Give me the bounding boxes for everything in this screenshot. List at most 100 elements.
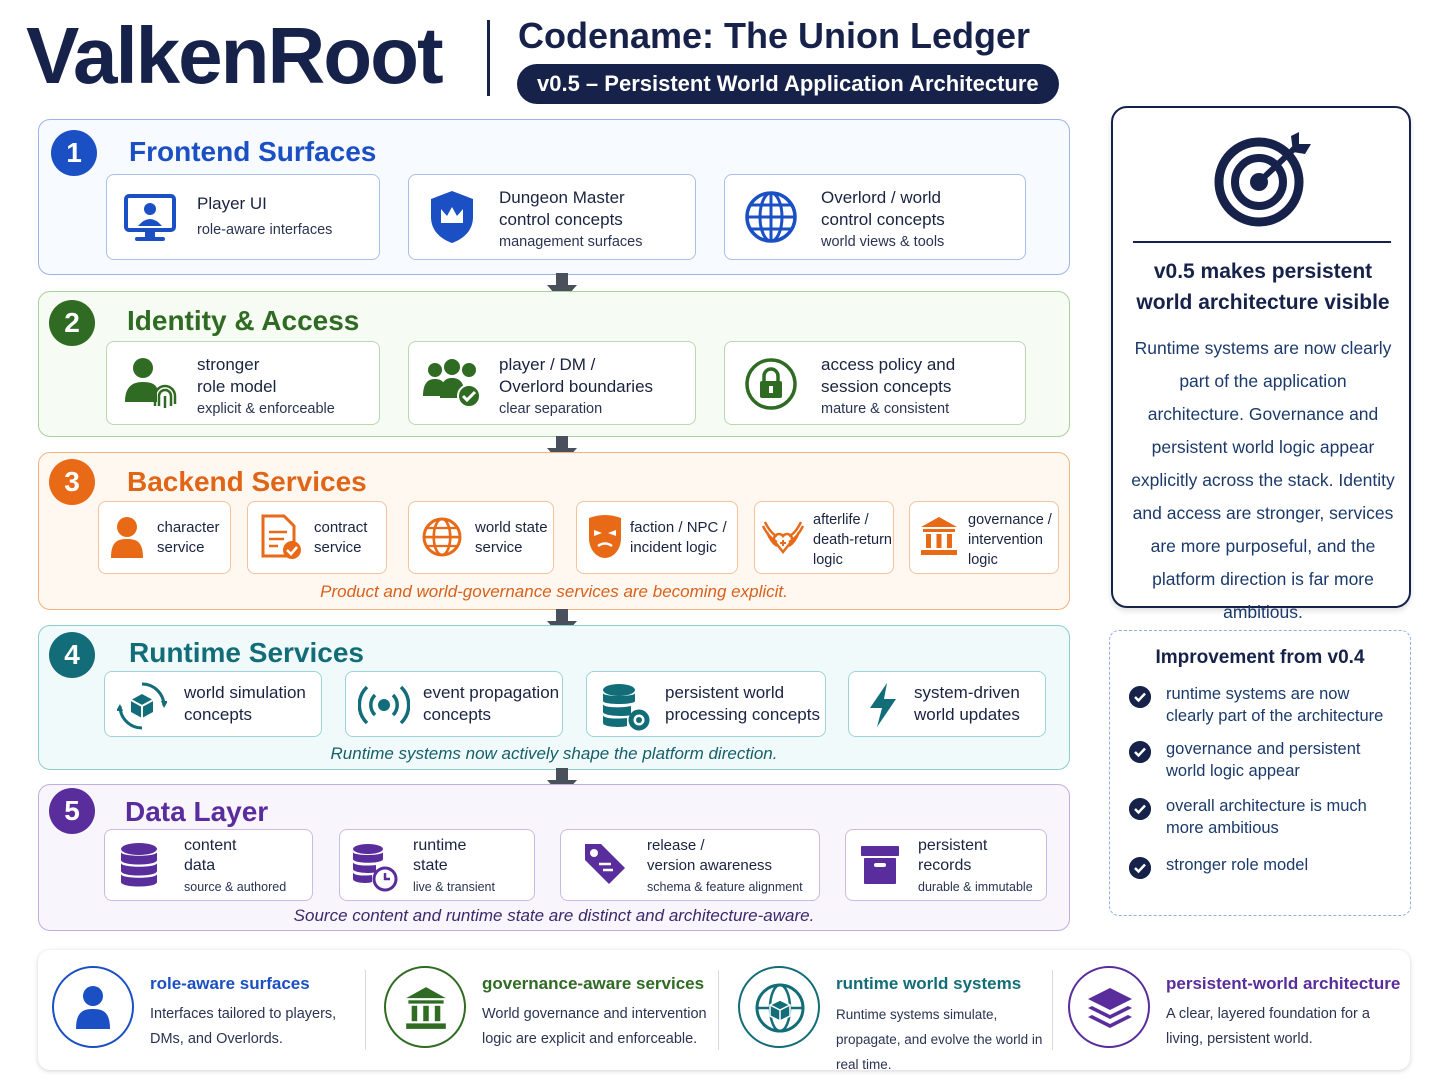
footer-desc: Runtime systems simulate, propagate, and…	[836, 1007, 1043, 1072]
footer-title: runtime world systems	[836, 974, 1022, 993]
card-title: stronger role model	[197, 355, 277, 396]
card-subtitle: source & authored	[184, 880, 287, 894]
card-release-version: release / version awareness schema & fea…	[560, 829, 820, 901]
summary-panel: v0.5 makes persistent world architecture…	[1111, 106, 1411, 622]
footer-item-runtime: runtime world systems Runtime systems si…	[738, 950, 1058, 1072]
layer-title: Frontend Surfaces	[129, 136, 377, 167]
card-subtitle: schema & feature alignment	[647, 880, 803, 894]
monitor-user-icon	[124, 194, 176, 241]
layer-data: 5 Data Layer content data source & autho…	[38, 784, 1070, 931]
card-faction-npc: faction / NPC / incident logic	[576, 501, 738, 574]
card-character-service: character service	[98, 501, 231, 574]
contract-icon	[261, 514, 301, 559]
improvements-title: Improvement from v0.4	[1155, 647, 1365, 668]
layers-icon	[1088, 988, 1132, 1028]
card-title: afterlife / death-return logic	[813, 512, 892, 568]
card-subtitle: mature & consistent	[821, 401, 950, 417]
improvement-text: overall architecture is much more ambiti…	[1166, 797, 1367, 837]
layer-number: 1	[51, 130, 97, 176]
database-gear-icon	[603, 684, 650, 731]
card-title: Player UI	[197, 194, 267, 213]
users-check-icon	[423, 359, 481, 408]
card-title: player / DM / Overlord boundaries	[499, 355, 654, 396]
footer-title: persistent-world architecture	[1166, 974, 1401, 993]
layer-note: Source content and runtime state are dis…	[293, 906, 815, 925]
footer-desc: World governance and intervention logic …	[482, 1006, 707, 1047]
winged-heart-icon	[761, 521, 805, 555]
card-subtitle: explicit & enforceable	[197, 401, 335, 417]
check-circle-icon	[1129, 857, 1151, 879]
layer-note: Runtime systems now actively shape the p…	[330, 744, 778, 763]
card-persistent-processing: persistent world processing concepts	[586, 671, 826, 737]
card-contract-service: contract service	[247, 501, 387, 574]
footer-item-governance: governance-aware services World governan…	[384, 950, 714, 1070]
footer-divider	[365, 970, 366, 1050]
card-title: governance / intervention logic	[968, 512, 1052, 568]
layer-number: 3	[49, 459, 95, 505]
footer-desc: Interfaces tailored to players, DMs, and…	[150, 1006, 337, 1047]
card-subtitle: clear separation	[499, 401, 603, 417]
card-subtitle: role-aware interfaces	[197, 222, 333, 238]
footer-item-persistent-world: persistent-world architecture A clear, l…	[1068, 950, 1401, 1070]
layer-title: Runtime Services	[129, 637, 364, 668]
summary-body: Runtime systems are now clearly part of …	[1131, 338, 1395, 622]
card-subtitle: live & transient	[413, 880, 495, 894]
improvement-text: runtime systems are now clearly part of …	[1166, 685, 1384, 725]
version-badge: v0.5 – Persistent World Application Arch…	[517, 64, 1059, 104]
footer-divider	[718, 970, 719, 1050]
card-persistent-records: persistent records durable & immutable	[845, 829, 1047, 901]
globe-cube-icon	[755, 983, 805, 1033]
card-title: contract service	[314, 519, 368, 556]
card-role-model: stronger role model explicit & enforceab…	[106, 341, 380, 425]
footer-item-role-aware: role-aware surfaces Interfaces tailored …	[52, 950, 362, 1070]
card-title: Overlord / world control concepts	[821, 188, 945, 229]
improvement-item: stronger role model	[1126, 854, 1396, 882]
card-subtitle: world views & tools	[821, 234, 945, 250]
footer-icon-ring	[1068, 966, 1150, 1048]
card-title: system-driven world updates	[914, 683, 1020, 724]
improvement-text: stronger role model	[1166, 856, 1309, 874]
improvement-item: governance and persistent world logic ap…	[1126, 738, 1396, 786]
card-title: access policy and session concepts	[821, 355, 956, 396]
card-title: world simulation concepts	[184, 683, 306, 724]
check-circle-icon	[1129, 686, 1151, 708]
card-title: faction / NPC / incident logic	[630, 519, 727, 556]
improvement-item: overall architecture is much more ambiti…	[1126, 795, 1396, 843]
layer-identity-access: 2 Identity & Access stronger role model …	[38, 291, 1070, 437]
footer-desc: A clear, layered foundation for a living…	[1166, 1006, 1370, 1047]
card-title: world state service	[475, 519, 548, 556]
lightning-icon	[870, 683, 896, 727]
user-fingerprint-icon	[125, 358, 177, 408]
globe-icon	[745, 191, 797, 243]
layer-number: 2	[49, 300, 95, 346]
check-circle-icon	[1129, 741, 1151, 763]
layer-backend-services: 3 Backend Services character service con…	[38, 452, 1070, 610]
footer-title: role-aware surfaces	[150, 974, 310, 993]
improvement-item: runtime systems are now clearly part of …	[1126, 683, 1396, 731]
institution-icon	[406, 987, 446, 1029]
card-subtitle: management surfaces	[499, 234, 643, 250]
layer-title: Data Layer	[125, 796, 269, 827]
layer-frontend-surfaces: 1 Frontend Surfaces Player UI role-aware…	[38, 119, 1070, 275]
card-overlord-control: Overlord / world control concepts world …	[724, 174, 1026, 260]
institution-icon	[921, 517, 957, 555]
globe-icon	[422, 517, 462, 557]
user-icon	[111, 517, 143, 558]
card-title: runtime state	[413, 837, 467, 874]
footer-highlights: role-aware surfaces Interfaces tailored …	[38, 950, 1410, 1072]
card-access-policy: access policy and session concepts matur…	[724, 341, 1026, 425]
cube-cycle-icon	[117, 682, 167, 730]
footer-divider	[1052, 970, 1053, 1050]
layer-number: 4	[49, 632, 95, 678]
card-system-driven: system-driven world updates	[848, 671, 1046, 737]
card-title: persistent world processing concepts	[665, 683, 820, 724]
target-icon	[1214, 132, 1311, 227]
card-player-ui: Player UI role-aware interfaces	[106, 174, 380, 260]
database-icon	[121, 843, 157, 887]
layer-title: Identity & Access	[127, 305, 360, 336]
layer-title: Backend Services	[127, 466, 367, 497]
mask-icon	[589, 515, 621, 558]
card-runtime-state: runtime state live & transient	[339, 829, 535, 901]
summary-headline: v0.5 makes persistent world architecture…	[1136, 260, 1390, 314]
lock-icon	[745, 358, 797, 410]
